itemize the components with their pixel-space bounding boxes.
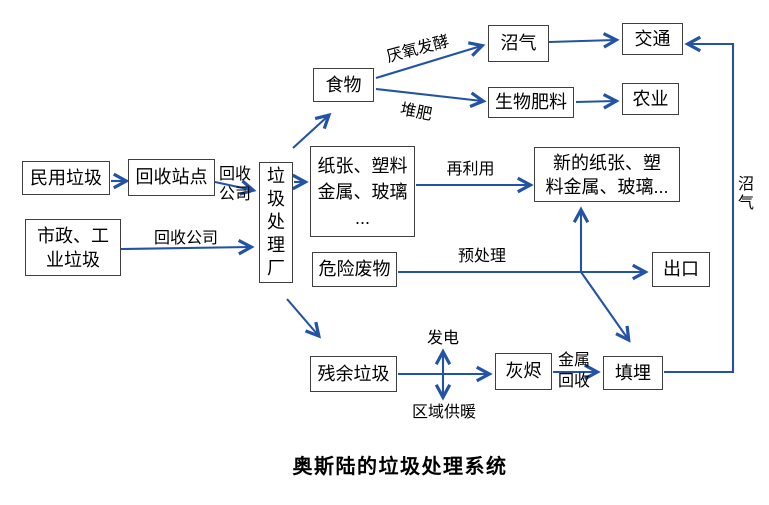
edge-label-district-heating: 区域供暖 bbox=[411, 404, 476, 421]
node-recycle-station: 回收站点 bbox=[128, 159, 215, 196]
edge-label-recycle-company-station: 回收 公司 bbox=[218, 166, 251, 203]
node-landfill: 填埋 bbox=[603, 356, 663, 390]
edge-label-biogas-return: 沼 气 bbox=[737, 176, 754, 212]
node-food: 食物 bbox=[313, 68, 374, 102]
node-municipal-industrial-waste: 市政、工 业垃圾 bbox=[25, 219, 121, 276]
node-export: 出口 bbox=[652, 252, 710, 287]
edge-label-reuse: 再利用 bbox=[446, 161, 495, 178]
edge-label-power-generation: 发电 bbox=[426, 330, 459, 347]
diagram-title: 奥斯陆的垃圾处理系统 bbox=[292, 456, 508, 478]
arrow-food-to-fertilizer bbox=[375, 87, 482, 101]
arrow-landfill-biogas-to-transport bbox=[664, 44, 735, 374]
node-agriculture: 农业 bbox=[622, 83, 679, 115]
arrow-junction-to-landfill bbox=[580, 271, 628, 339]
node-recyclables: 纸张、塑料 金属、玻璃 ... bbox=[310, 146, 415, 237]
arrow-food-to-biogas bbox=[375, 46, 481, 80]
node-hazardous-waste: 危险废物 bbox=[312, 252, 397, 287]
arrow-plant-to-residual bbox=[286, 298, 318, 335]
node-bio-fertilizer: 生物肥料 bbox=[488, 87, 574, 118]
node-residual-waste: 残余垃圾 bbox=[310, 356, 397, 392]
node-civil-waste: 民用垃圾 bbox=[22, 161, 110, 195]
arrow-biogas-to-transport bbox=[548, 40, 615, 42]
arrow-fertilizer-to-agriculture bbox=[575, 101, 615, 102]
node-waste-treatment-plant: 垃 圾 处 理 厂 bbox=[259, 162, 293, 283]
node-new-materials: 新的纸张、塑 料金属、玻璃... bbox=[534, 147, 680, 202]
arrow-station-to-plant bbox=[214, 182, 252, 190]
arrow-plant-to-food bbox=[292, 116, 328, 149]
node-transport: 交通 bbox=[622, 23, 683, 55]
arrow-municipal-to-plant bbox=[120, 247, 250, 249]
node-biogas: 沼气 bbox=[488, 25, 549, 62]
node-ash: 灰烬 bbox=[495, 353, 552, 390]
edge-label-metal-recovery: 金属 回收 bbox=[557, 352, 590, 390]
edge-label-pretreatment: 预处理 bbox=[457, 248, 506, 265]
edge-label-recycle-company-municipal: 回收公司 bbox=[153, 230, 218, 247]
